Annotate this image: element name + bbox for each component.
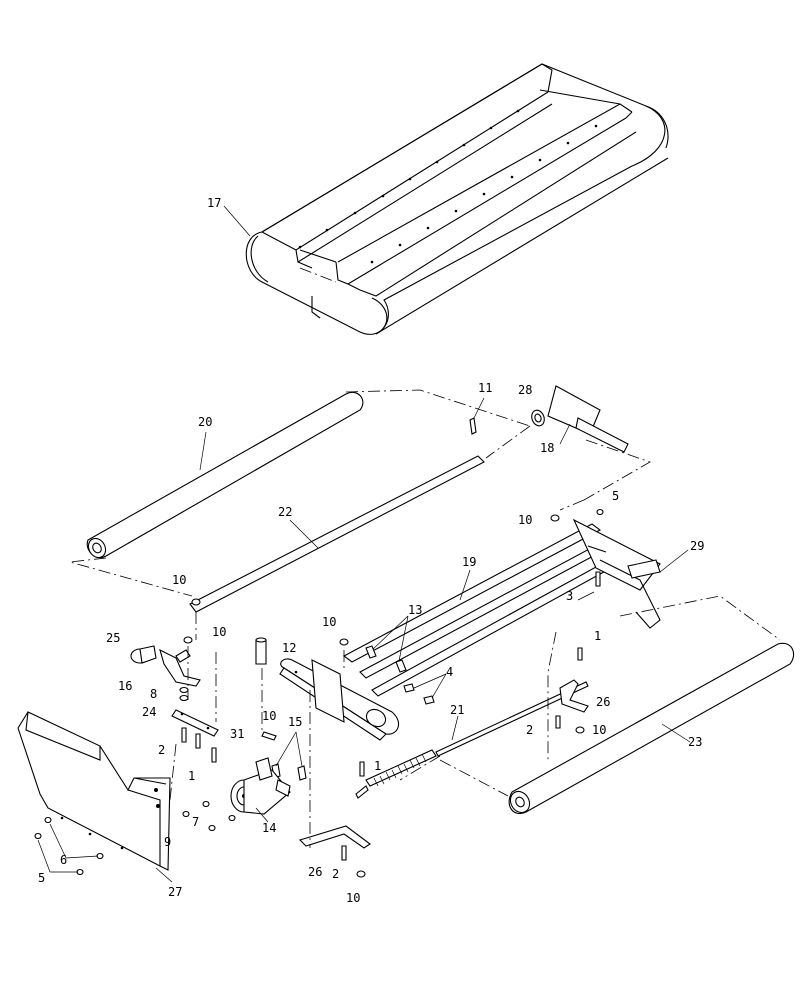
pins-15 — [271, 731, 307, 781]
hardware-12-13 — [255, 615, 409, 673]
callout-23: 23 — [688, 735, 702, 749]
callout-18: 18 — [540, 441, 554, 455]
callout-25: 25 — [106, 631, 120, 645]
roller-20 — [86, 392, 364, 559]
roller-23 — [508, 642, 795, 814]
callout-12: 12 — [282, 641, 296, 655]
callout-24: 24 — [142, 705, 156, 719]
bolt-1-spring — [359, 761, 365, 777]
shaft-plate-18 — [531, 385, 629, 453]
bracket-26-bottom — [298, 825, 371, 878]
callout-19: 19 — [462, 555, 476, 569]
callout-17: 17 — [207, 196, 221, 210]
callout-labels: 17 20 11 28 18 22 5 10 29 19 3 10 25 10 … — [38, 196, 704, 905]
callout-10-frame: 10 — [518, 513, 532, 527]
motor-14 — [230, 757, 291, 823]
rivets-left — [298, 109, 520, 249]
callout-5-top: 5 — [612, 489, 619, 503]
bracket-26-right — [555, 679, 589, 729]
callout-1-spring: 1 — [374, 759, 381, 773]
shield-27 — [17, 711, 173, 883]
callout-29: 29 — [690, 539, 704, 553]
callout-10-center: 10 — [322, 615, 336, 629]
callout-10-mid: 10 — [212, 625, 226, 639]
callout-2-right: 2 — [526, 723, 533, 737]
callout-26-right: 26 — [596, 695, 610, 709]
callout-10-right: 10 — [592, 723, 606, 737]
callout-9: 9 — [164, 835, 171, 849]
callout-15: 15 — [288, 715, 302, 729]
screws-7-9 — [182, 800, 236, 832]
cylinder-29 — [627, 549, 689, 579]
callout-21: 21 — [450, 703, 464, 717]
callout-13: 13 — [408, 603, 422, 617]
bolt-3 — [577, 571, 601, 601]
callout-28: 28 — [518, 383, 532, 397]
callout-14: 14 — [262, 821, 276, 835]
drive-plate — [279, 658, 400, 741]
callout-2-left: 2 — [158, 743, 165, 757]
callout-6: 6 — [60, 853, 67, 867]
callout-16: 16 — [118, 679, 132, 693]
rivets-right — [370, 124, 598, 264]
callout-3: 3 — [566, 589, 573, 603]
callout-22: 22 — [278, 505, 292, 519]
spring-21 — [355, 681, 589, 799]
pin-31 — [261, 731, 277, 741]
screws-5-6 — [34, 816, 104, 876]
callout-20: 20 — [198, 415, 212, 429]
callout-1-left: 1 — [188, 769, 195, 783]
callout-11: 11 — [478, 381, 492, 395]
bolt-5-frame — [596, 508, 604, 516]
callout-31: 31 — [230, 727, 244, 741]
callout-10-bottom: 10 — [346, 891, 360, 905]
callout-10-plate: 10 — [262, 709, 276, 723]
bolt-1-right — [575, 647, 585, 734]
pin-11 — [469, 397, 485, 435]
callout-1-right: 1 — [594, 629, 601, 643]
callout-26-bottom: 26 — [308, 865, 322, 879]
bolts-4 — [403, 673, 447, 705]
callout-2-bottom: 2 — [332, 867, 339, 881]
callout-8: 8 — [150, 687, 157, 701]
callout-4: 4 — [446, 665, 453, 679]
hardware-left — [130, 598, 219, 763]
nut-10-frame — [550, 514, 560, 522]
callout-27: 27 — [168, 885, 182, 899]
callout-10-left: 10 — [172, 573, 186, 587]
frame-19 — [342, 518, 661, 697]
callout-7: 7 — [192, 815, 199, 829]
conveyor-belt-17 — [223, 63, 669, 335]
callout-5-bottom: 5 — [38, 871, 45, 885]
